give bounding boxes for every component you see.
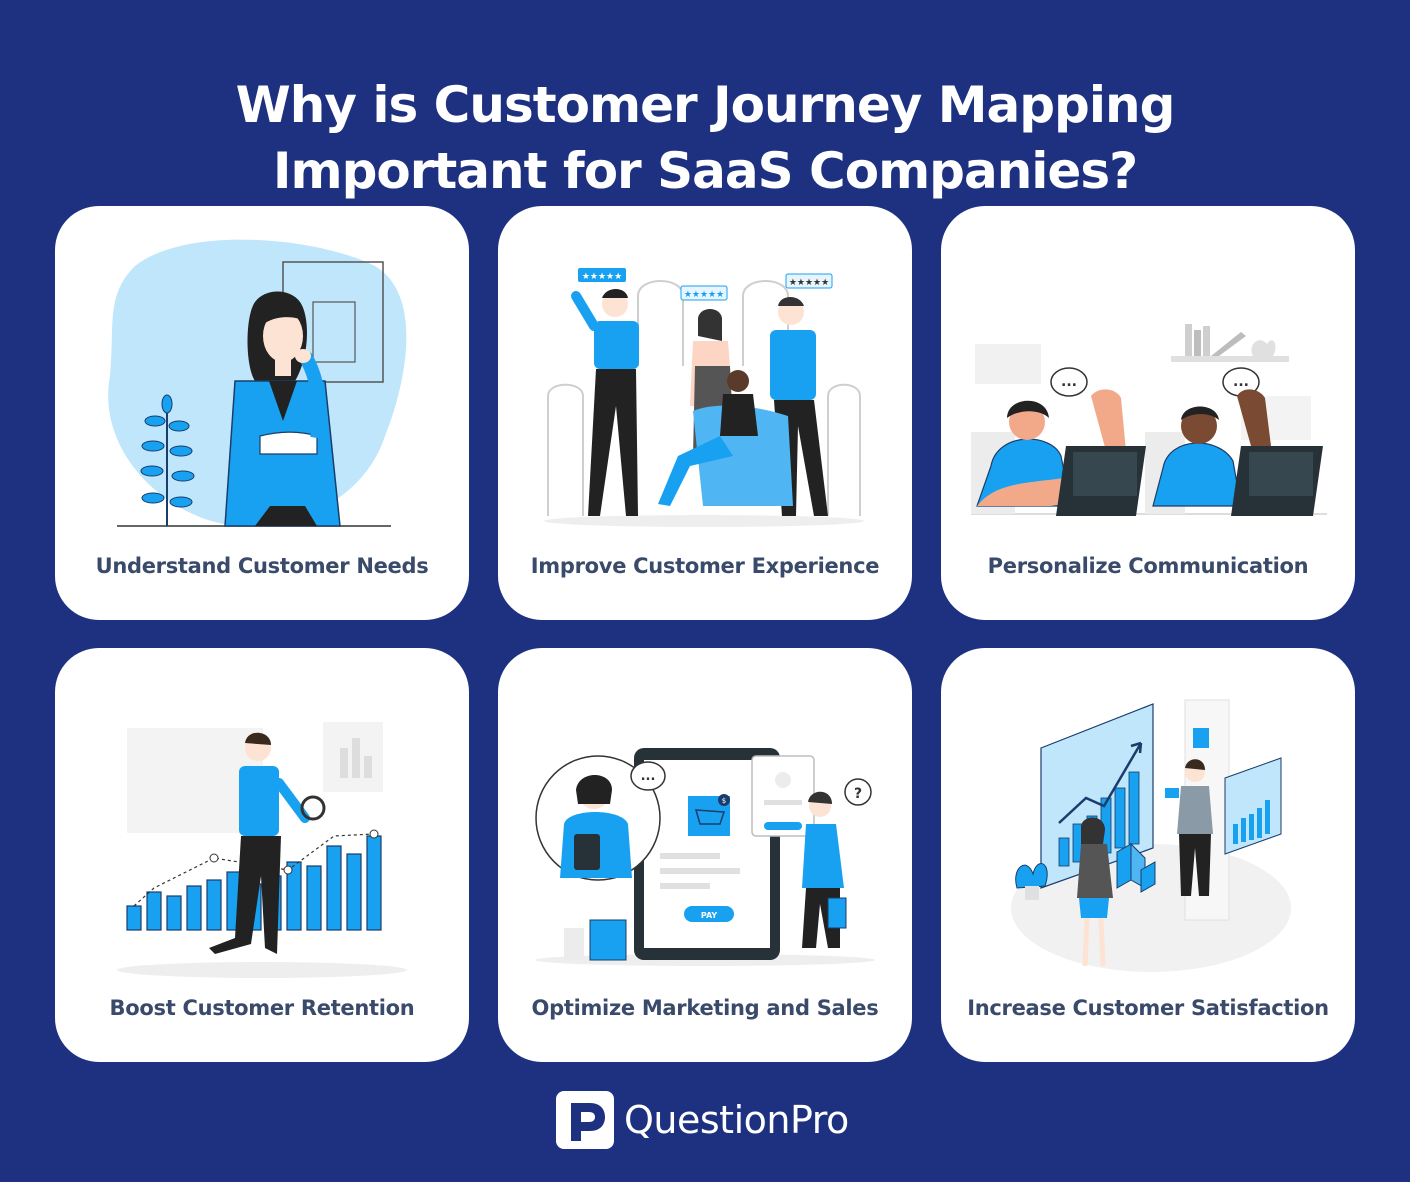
questionpro-logo: QuestionPro bbox=[556, 1090, 849, 1150]
chat-dots: ... bbox=[1061, 374, 1077, 390]
card-increase-satisfaction: Increase Customer Satisfaction bbox=[941, 648, 1355, 1062]
card-personalize-communication: ... ... Personalize Communication bbox=[941, 206, 1355, 620]
chat-dots-2: ... bbox=[1233, 374, 1249, 390]
customer-reviews-illustration: ★★★★★ ★★★★★ ★★★★★ ★★★★★ bbox=[544, 268, 864, 527]
title-line-1: Why is Customer Journey Mapping bbox=[235, 75, 1176, 134]
card-label: Optimize Marketing and Sales bbox=[531, 996, 879, 1020]
card-label: Understand Customer Needs bbox=[95, 554, 429, 578]
online-shopping-illustration: $ PAY ... ? bbox=[535, 748, 875, 966]
brand-name: QuestionPro bbox=[624, 1098, 849, 1142]
presentation-illustration bbox=[1011, 699, 1291, 972]
card-boost-retention: Boost Customer Retention bbox=[55, 648, 469, 1062]
card-label: Personalize Communication bbox=[987, 554, 1309, 578]
thinking-woman-illustration bbox=[108, 239, 407, 527]
chat-dots-3: ... bbox=[641, 769, 656, 784]
title-line-2: Important for SaaS Companies? bbox=[272, 141, 1138, 200]
growth-chart-illustration bbox=[117, 722, 407, 978]
card-label: Improve Customer Experience bbox=[530, 554, 880, 578]
questionpro-logo-icon bbox=[556, 1091, 614, 1149]
svg-text:★★★★★: ★★★★★ bbox=[582, 272, 622, 282]
support-agents-illustration: ... ... bbox=[971, 324, 1327, 516]
pay-button-label: PAY bbox=[701, 911, 718, 920]
cart-badge: $ bbox=[722, 797, 726, 805]
card-understand-needs: Understand Customer Needs bbox=[55, 206, 469, 620]
card-label: Increase Customer Satisfaction bbox=[967, 996, 1329, 1020]
card-label: Boost Customer Retention bbox=[109, 996, 415, 1020]
question-mark: ? bbox=[854, 786, 862, 802]
svg-text:★★★★★: ★★★★★ bbox=[789, 278, 829, 288]
card-optimize-marketing: $ PAY ... ? Optimize Marketing and Sales bbox=[498, 648, 912, 1062]
page-title: Why is Customer Journey Mapping Importan… bbox=[0, 72, 1410, 204]
card-improve-experience: ★★★★★ ★★★★★ ★★★★★ ★★★★★ Improve Customer… bbox=[498, 206, 912, 620]
svg-text:★★★★★: ★★★★★ bbox=[684, 290, 724, 300]
